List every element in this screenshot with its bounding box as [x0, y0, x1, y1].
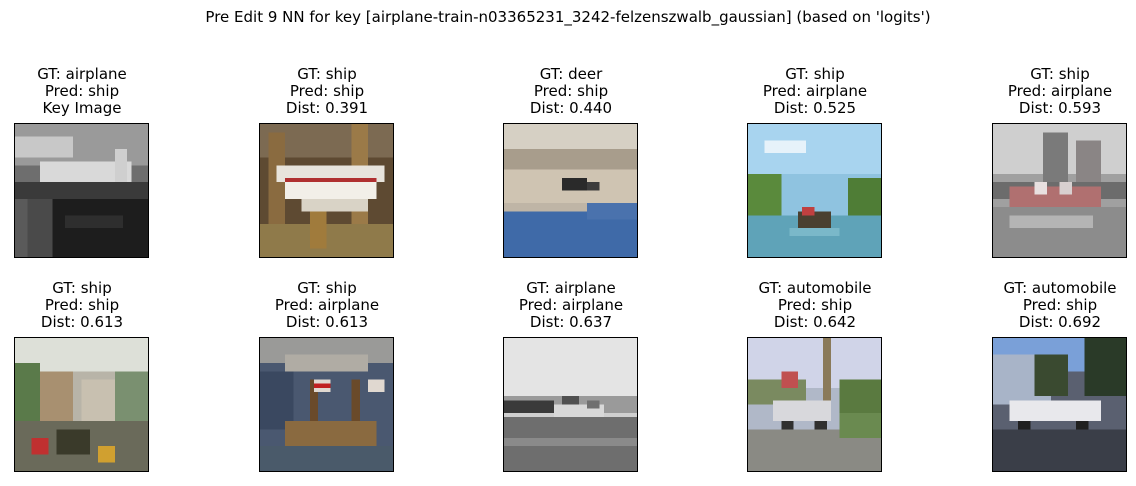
panel-title: GT: ship Pred: ship Dist: 0.391 [207, 66, 447, 117]
thumbnail-image [992, 337, 1127, 472]
gt-label: GT: airplane [37, 65, 127, 83]
gt-label: GT: ship [297, 279, 357, 297]
dist-label: Dist: 0.692 [1018, 313, 1102, 331]
pred-label: Pred: airplane [762, 82, 868, 100]
dist-label: Dist: 0.642 [773, 313, 857, 331]
pred-label: Pred: ship [777, 296, 853, 314]
gt-label: GT: automobile [758, 279, 872, 297]
panel-title: GT: ship Pred: airplane Dist: 0.525 [695, 66, 935, 117]
pred-label: Pred: airplane [518, 296, 624, 314]
pred-label: Pred: airplane [1007, 82, 1113, 100]
gt-label: GT: ship [297, 65, 357, 83]
gt-label: GT: ship [1030, 65, 1090, 83]
pred-label: Pred: ship [289, 82, 365, 100]
dist-label: Dist: 0.525 [773, 99, 857, 117]
thumbnail-image [259, 337, 394, 472]
panel-title: GT: airplane Pred: airplane Dist: 0.637 [451, 280, 691, 331]
panel-title: GT: automobile Pred: ship Dist: 0.642 [695, 280, 935, 331]
dist-label: Dist: 0.593 [1018, 99, 1102, 117]
pred-label: Pred: ship [533, 82, 609, 100]
panel-title: GT: ship Pred: airplane Dist: 0.593 [940, 66, 1136, 117]
panel-title: GT: ship Pred: ship Dist: 0.613 [0, 280, 202, 331]
gt-label: GT: automobile [1003, 279, 1117, 297]
thumbnail-image [503, 123, 638, 258]
pred-label: Pred: ship [44, 296, 120, 314]
thumbnail-image [747, 337, 882, 472]
figure-title: Pre Edit 9 NN for key [airplane-train-n0… [205, 8, 931, 26]
panel-title: GT: automobile Pred: ship Dist: 0.692 [940, 280, 1136, 331]
panel-title: GT: deer Pred: ship Dist: 0.440 [451, 66, 691, 117]
pred-label: Pred: ship [1022, 296, 1098, 314]
pred-label: Pred: ship [44, 82, 120, 100]
gt-label: GT: ship [785, 65, 845, 83]
dist-label: Dist: 0.613 [285, 313, 369, 331]
dist-label: Dist: 0.391 [285, 99, 369, 117]
gt-label: GT: airplane [526, 279, 616, 297]
thumbnail-image [259, 123, 394, 258]
dist-label: Dist: 0.637 [529, 313, 613, 331]
key-image-label: Key Image [42, 99, 122, 117]
thumbnail-image [14, 123, 149, 258]
thumbnail-image [747, 123, 882, 258]
panel-title: GT: airplane Pred: ship Key Image [0, 66, 202, 117]
pred-label: Pred: airplane [274, 296, 380, 314]
gt-label: GT: deer [539, 65, 603, 83]
panel-title: GT: ship Pred: airplane Dist: 0.613 [207, 280, 447, 331]
thumbnail-image [992, 123, 1127, 258]
dist-label: Dist: 0.613 [40, 313, 124, 331]
dist-label: Dist: 0.440 [529, 99, 613, 117]
gt-label: GT: ship [52, 279, 112, 297]
thumbnail-image [14, 337, 149, 472]
thumbnail-image [503, 337, 638, 472]
